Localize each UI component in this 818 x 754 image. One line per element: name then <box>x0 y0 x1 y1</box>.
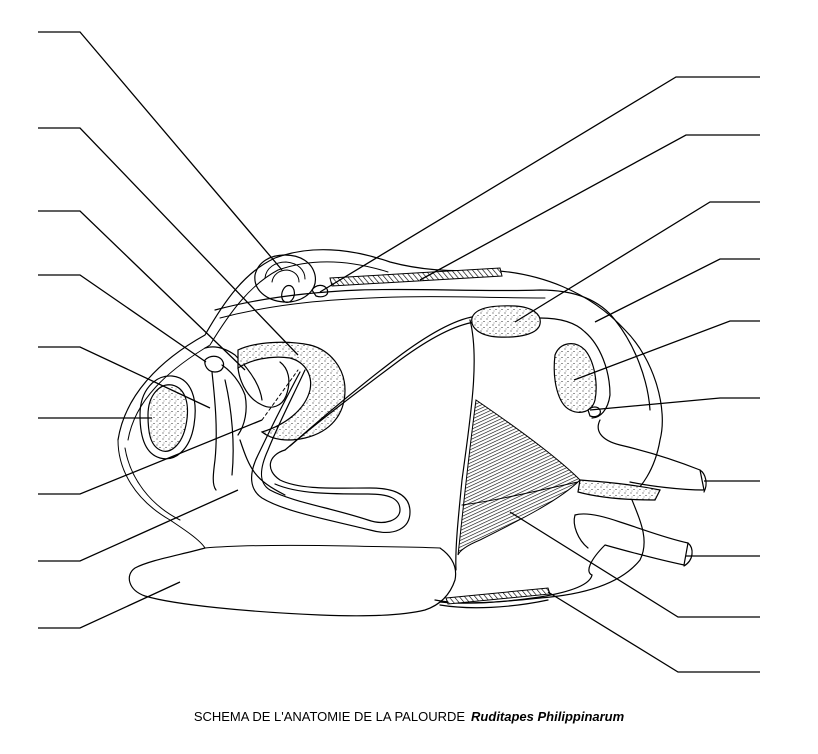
caption-species: Ruditapes Philippinarum <box>471 709 625 724</box>
digestive-gland <box>237 341 346 441</box>
anterior-adductor <box>139 375 196 460</box>
heart <box>471 305 586 338</box>
figure-caption: SCHEMA DE L'ANATOMIE DE LA PALOURDE Rudit… <box>0 709 818 724</box>
foot <box>128 544 457 617</box>
visceral-mass <box>204 319 475 571</box>
siphons <box>573 419 707 576</box>
gills <box>457 399 581 556</box>
right-leaders <box>319 76 760 673</box>
umbo <box>254 254 329 303</box>
left-leaders <box>38 31 299 629</box>
labial-palps <box>204 355 247 491</box>
shell-outline <box>117 249 663 609</box>
ligament <box>329 267 503 287</box>
intestine <box>239 315 479 533</box>
caption-title: SCHEMA DE L'ANATOMIE DE LA PALOURDE <box>193 709 466 724</box>
posterior-adductor <box>553 331 611 419</box>
